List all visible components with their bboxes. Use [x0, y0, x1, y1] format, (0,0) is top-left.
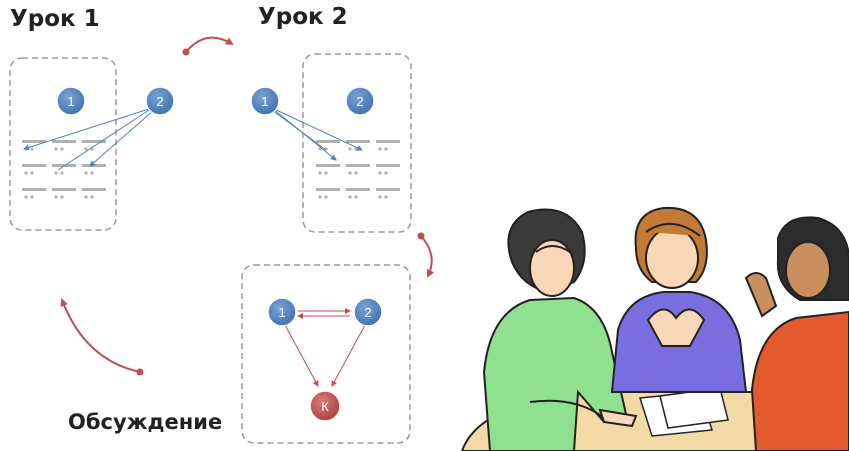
node-label: 1 [261, 94, 268, 109]
cycle-arrow-left [60, 298, 144, 376]
lesson-2-desk-grid [316, 140, 400, 199]
cycle-arrow-top [182, 36, 234, 56]
people-at-table-illustration [460, 206, 849, 451]
lesson-1-links [23, 107, 155, 171]
node-label: 2 [156, 94, 163, 109]
lesson-2-node-2: 2 [345, 86, 375, 116]
lesson-2-node-1: 1 [250, 86, 280, 116]
person-left [482, 208, 638, 451]
node-label: 1 [67, 94, 74, 109]
discussion-links [284, 308, 366, 387]
cycle-arrow-right [417, 232, 435, 278]
discussion-box [241, 264, 411, 444]
node-label: 2 [364, 305, 371, 320]
lesson-1-node-2: 2 [145, 86, 175, 116]
discussion-title: Обсуждение [68, 410, 223, 434]
discussion-node-1: 1 [267, 297, 297, 327]
node-label: 2 [356, 94, 363, 109]
lesson-1-box [9, 57, 117, 231]
person-right [744, 216, 849, 451]
node-label: К [321, 399, 329, 414]
lesson-2-box [302, 53, 412, 233]
lesson-1-desk-grid [22, 140, 106, 199]
discussion-node-k: К [309, 390, 341, 422]
lesson-1-title: Урок 1 [10, 6, 100, 32]
lesson-2-links [271, 107, 363, 161]
discussion-node-2: 2 [353, 297, 383, 327]
person-middle [610, 206, 748, 393]
node-label: 1 [278, 305, 285, 320]
lesson-1-node-1: 1 [56, 86, 86, 116]
lesson-2-title: Урок 2 [258, 4, 348, 30]
